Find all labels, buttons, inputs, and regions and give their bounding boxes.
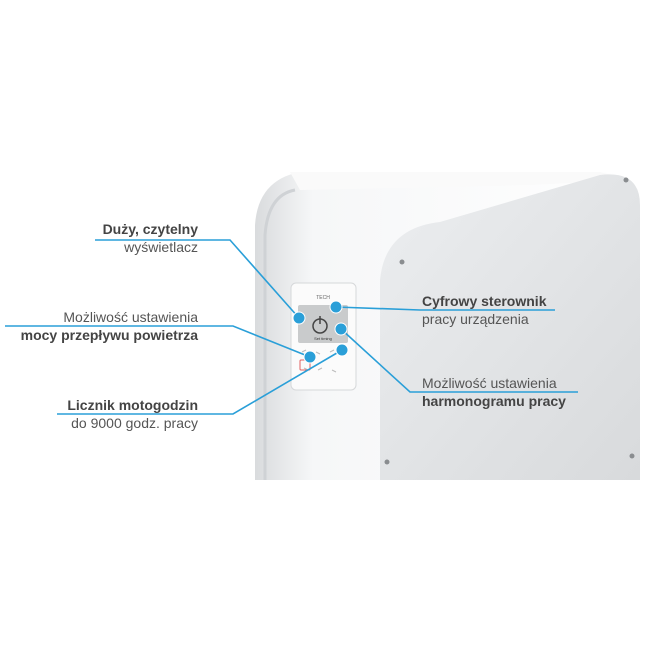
callout-schedule-title: harmonogramu pracy (422, 393, 566, 409)
callout-controller-sub: pracy urządzenia (422, 311, 529, 327)
callout-airflow-title: mocy przepływu powietrza (20, 327, 198, 343)
callout-dots (292, 300, 349, 364)
screws (384, 177, 635, 465)
callout-controller: Cyfrowy sterownik pracy urządzenia (422, 292, 546, 328)
callout-schedule: Możliwość ustawienia harmonogramu pracy (422, 374, 566, 410)
callout-hour-counter-title: Licznik motogodzin (67, 397, 198, 413)
callout-controller-title: Cyfrowy sterownik (422, 293, 547, 309)
side-panel (380, 174, 640, 480)
callout-display: Duży, czytelny wyświetlacz (103, 220, 198, 256)
callout-display-title: Duży, czytelny (102, 221, 198, 237)
screen-text: Set timing (314, 336, 332, 341)
device-top (290, 172, 630, 190)
callout-lines (5, 239, 578, 415)
callout-display-sub: wyświetlacz (124, 239, 198, 255)
callout-airflow-sub: Możliwość ustawienia (63, 309, 198, 325)
callout-airflow: Możliwość ustawienia mocy przepływu powi… (21, 308, 198, 344)
body-edge (263, 188, 296, 480)
callout-schedule-sub: Możliwość ustawienia (422, 375, 557, 391)
callout-hour-counter-sub: do 9000 godz. pracy (71, 415, 198, 431)
controller-brand: TECH (316, 295, 330, 301)
callout-hour-counter: Licznik motogodzin do 9000 godz. pracy (67, 396, 198, 432)
